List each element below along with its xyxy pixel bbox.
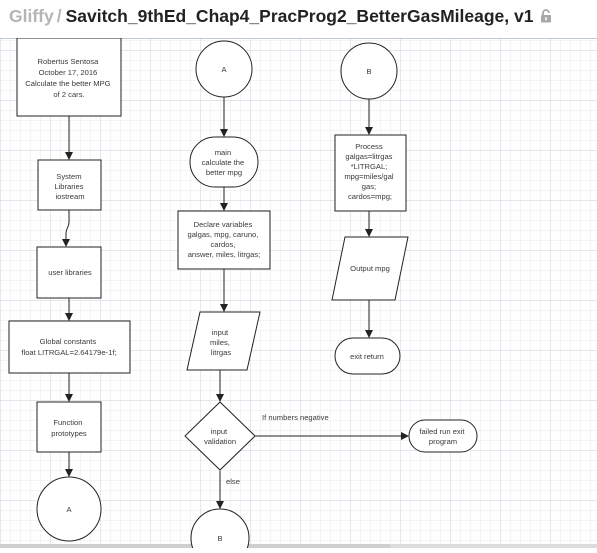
main-line-2: calculate the bbox=[202, 158, 245, 167]
failed-line-1: failed run exit bbox=[419, 427, 465, 436]
edge-libraries-to-user-libraries bbox=[62, 210, 70, 247]
connector-b-bottom-label: B bbox=[217, 534, 222, 543]
decision-line-1: input bbox=[211, 427, 228, 436]
globals-line-1: Global constants bbox=[40, 337, 97, 346]
declare-line-2: galgas, mpg, caruno, bbox=[187, 230, 258, 239]
connector-b-top[interactable]: B bbox=[340, 42, 398, 100]
output-parallelogram[interactable]: Output mpg bbox=[331, 236, 409, 301]
user-libraries-label: user libraries bbox=[48, 268, 92, 277]
connector-a-bottom-label: A bbox=[66, 505, 72, 514]
app-name[interactable]: Gliffy bbox=[9, 6, 54, 26]
globals-line-2: float LITRGAL=2.64179e-1f; bbox=[21, 348, 116, 357]
connector-a-top-label: A bbox=[221, 65, 227, 74]
process-line-4: mpg=miles/gal bbox=[344, 172, 393, 181]
negative-edge-label: If numbers negative bbox=[262, 413, 329, 422]
document-title[interactable]: Savitch_9thEd_Chap4_PracProg2_BetterGasM… bbox=[65, 6, 534, 26]
main-terminator[interactable]: main calculate the better mpg bbox=[189, 136, 259, 188]
svg-text:Global constants float L: Global constants float LITRGAL=2.64179e-… bbox=[21, 337, 116, 357]
declare-line-1: Declare variables bbox=[194, 220, 253, 229]
svg-text:Robertus Sentosa October: Robertus Sentosa October 17, 2016 Calcul… bbox=[25, 57, 112, 99]
exit-return-terminator[interactable]: exit return bbox=[334, 337, 401, 375]
header-line-1: Robertus Sentosa bbox=[38, 57, 100, 66]
main-line-1: main bbox=[215, 148, 231, 157]
process-line-6: cardos=mpg; bbox=[348, 192, 392, 201]
svg-text:Declare variables galgas: Declare variables galgas, mpg, caruno, c… bbox=[187, 220, 260, 259]
declare-line-4: answer, miles, litrgas; bbox=[188, 250, 261, 259]
svg-text:main calculate the: main calculate the better mpg bbox=[202, 148, 247, 177]
svg-text:Process galgas=litrgas: Process galgas=litrgas *LITRGAL; mpg=mil… bbox=[344, 142, 395, 201]
declare-line-3: cardos, bbox=[210, 240, 235, 249]
document-header: Gliffy/Savitch_9thEd_Chap4_PracProg2_Bet… bbox=[0, 0, 597, 38]
process-line-3: *LITRGAL; bbox=[351, 162, 388, 171]
process-line-5: gas; bbox=[362, 182, 376, 191]
open-lock-icon[interactable] bbox=[540, 7, 552, 28]
process-box[interactable]: Process galgas=litrgas *LITRGAL; mpg=mil… bbox=[334, 134, 407, 212]
connector-b-top-label: B bbox=[366, 67, 371, 76]
function-prototypes-box[interactable]: Function prototypes bbox=[36, 401, 102, 453]
process-line-2: galgas=litrgas bbox=[345, 152, 392, 161]
prototypes-line-1: Function bbox=[53, 418, 82, 427]
diagram-canvas[interactable]: Robertus Sentosa October 17, 2016 Calcul… bbox=[0, 37, 597, 553]
process-line-1: Process bbox=[355, 142, 383, 151]
svg-text:input miles, litrg: input miles, litrgas bbox=[210, 328, 232, 357]
breadcrumb-separator: / bbox=[56, 6, 62, 26]
decision-line-2: validation bbox=[204, 437, 236, 446]
prototypes-line-2: prototypes bbox=[51, 429, 87, 438]
failed-line-2: program bbox=[429, 437, 457, 446]
header-line-4: of 2 cars. bbox=[53, 90, 84, 99]
libraries-line-2: Libraries bbox=[54, 182, 83, 191]
svg-text:failed run exit program: failed run exit program bbox=[419, 427, 466, 446]
header-line-2: October 17, 2016 bbox=[39, 68, 98, 77]
input-line-1: input bbox=[212, 328, 229, 337]
svg-text:Function prototypes: Function prototypes bbox=[51, 418, 87, 438]
output-label: Output mpg bbox=[350, 264, 390, 273]
input-validation-decision[interactable]: input validation bbox=[184, 401, 256, 471]
document-title-bar: Gliffy/Savitch_9thEd_Chap4_PracProg2_Bet… bbox=[9, 6, 552, 28]
system-libraries-box[interactable]: System Libraries iostream bbox=[37, 159, 102, 211]
svg-text:input validation: input validation bbox=[204, 427, 236, 446]
svg-text:user libraries: user libraries bbox=[48, 268, 92, 277]
libraries-line-3: iostream bbox=[55, 192, 84, 201]
header-line-3: Calculate the better MPG bbox=[25, 79, 110, 88]
declare-variables-box[interactable]: Declare variables galgas, mpg, caruno, c… bbox=[177, 210, 271, 270]
input-parallelogram[interactable]: input miles, litrgas bbox=[186, 311, 261, 371]
connector-a-bottom[interactable]: A bbox=[36, 476, 102, 542]
connector-a-top[interactable]: A bbox=[195, 40, 253, 98]
input-line-2: miles, bbox=[210, 338, 230, 347]
input-line-3: litrgas bbox=[211, 348, 231, 357]
connector-b-bottom[interactable]: B bbox=[190, 508, 250, 553]
main-line-3: better mpg bbox=[206, 168, 242, 177]
libraries-line-1: System bbox=[56, 172, 81, 181]
user-libraries-box[interactable]: user libraries bbox=[36, 246, 102, 299]
else-edge-label: else bbox=[226, 477, 240, 486]
global-constants-box[interactable]: Global constants float LITRGAL=2.64179e-… bbox=[8, 320, 131, 374]
failed-run-terminator[interactable]: failed run exit program bbox=[408, 419, 478, 453]
svg-text:System Libraries i: System Libraries iostream bbox=[54, 172, 85, 201]
header-comment-box[interactable]: Robertus Sentosa October 17, 2016 Calcul… bbox=[16, 37, 122, 117]
exit-return-label: exit return bbox=[350, 352, 384, 361]
